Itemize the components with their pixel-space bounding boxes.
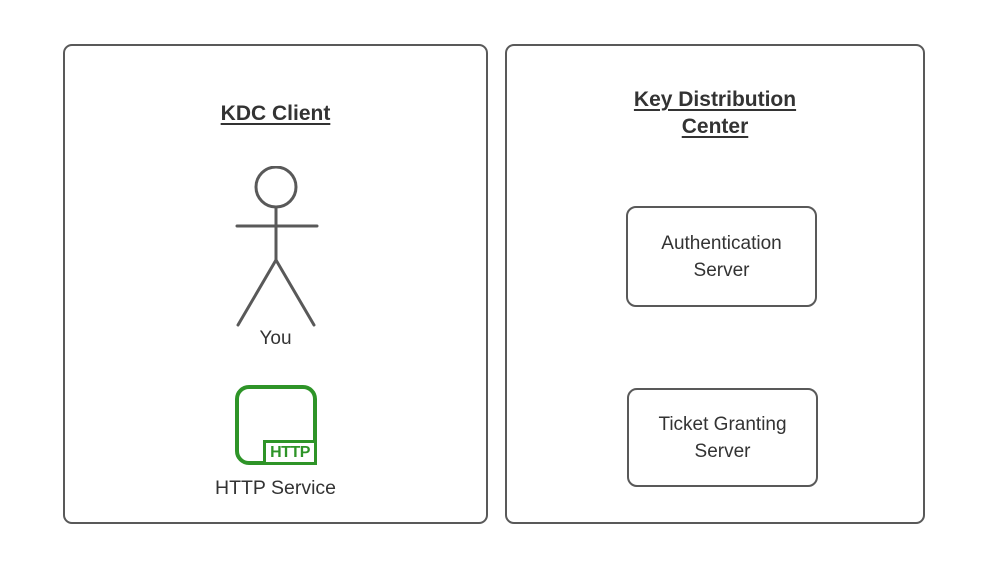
kdc-title: Key Distribution Center — [507, 86, 923, 140]
http-service-label: HTTP Service — [215, 477, 336, 499]
kdc-title-text: Key Distribution Center — [633, 88, 797, 138]
key-distribution-center-panel: Key Distribution Center Authentication S… — [505, 44, 925, 524]
actor-left-leg — [236, 258, 278, 327]
kdc-client-panel: KDC Client You HTTP HTTP Service — [63, 44, 488, 524]
authentication-server-node: Authentication Server — [626, 206, 817, 307]
kdc-client-title-text: KDC Client — [220, 102, 331, 125]
ticket-granting-server-node: Ticket Granting Server — [627, 388, 818, 487]
actor-head — [254, 166, 298, 209]
actor-label: You — [259, 328, 292, 349]
stick-figure-actor-icon — [235, 166, 319, 327]
kdc-client-title: KDC Client — [65, 100, 486, 127]
ticket-granting-server-label: Ticket Granting Server — [658, 413, 787, 462]
authentication-server-label: Authentication Server — [661, 232, 782, 281]
http-badge: HTTP — [263, 440, 317, 465]
http-service-icon: HTTP — [235, 385, 317, 465]
actor-right-leg — [274, 258, 316, 327]
